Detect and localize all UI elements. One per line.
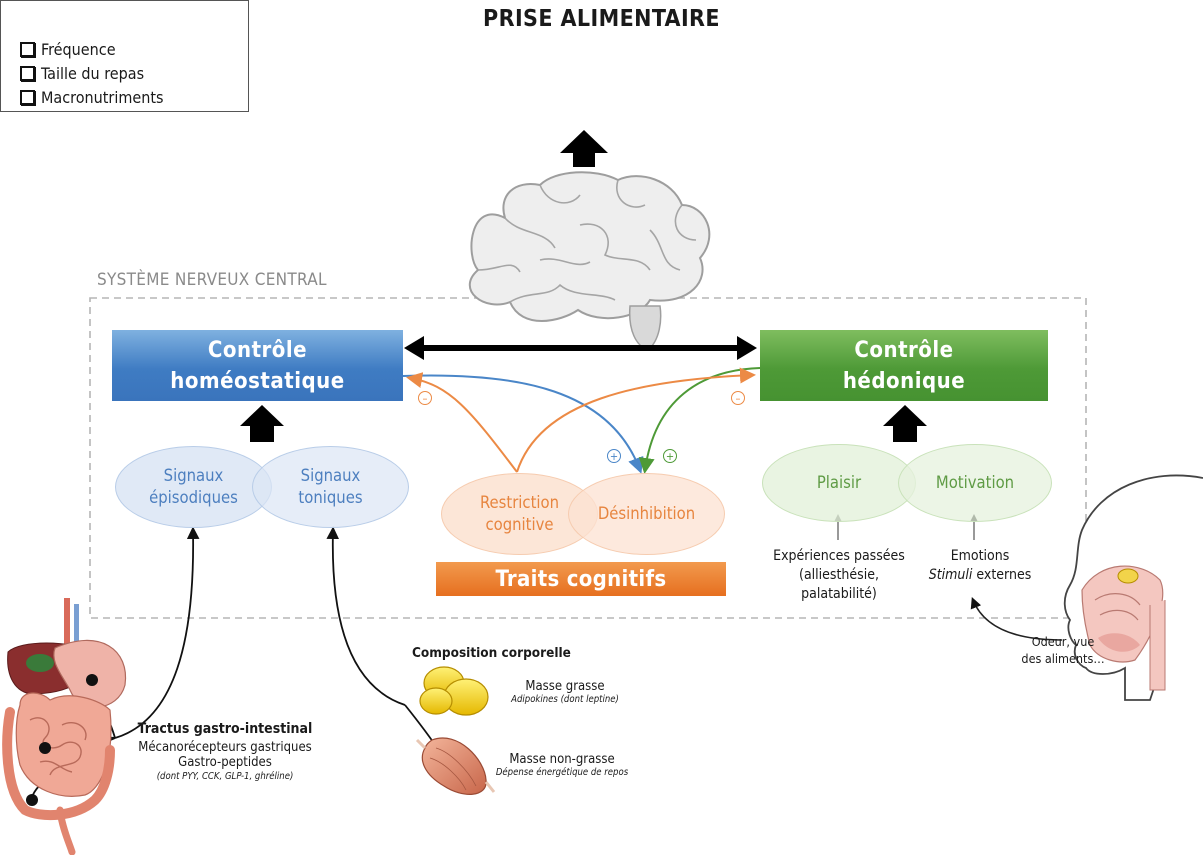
- food-intake-item: Fréquence: [20, 40, 116, 59]
- cns-label: SYSTÈME NERVEUX CENTRAL: [97, 270, 327, 290]
- plus-sign-green: +: [663, 449, 677, 463]
- food-intake-item: Taille du repas: [20, 64, 144, 83]
- cognitive-traits-banner: Traits cognitifs: [436, 562, 726, 596]
- food-intake-title: PRISE ALIMENTAIRE: [483, 6, 720, 32]
- fat-cells-icon: [419, 666, 489, 716]
- muscle-icon: [415, 737, 496, 795]
- food-intake-box: PRISE ALIMENTAIRE Fréquence Taille du re…: [0, 0, 720, 112]
- body-composition-title: Composition corporelle: [412, 645, 571, 661]
- motivation-ellipse: Motivation: [898, 444, 1052, 522]
- arrow-up-homeo: [240, 405, 284, 442]
- digestive-system-icon: [2, 598, 127, 855]
- gut-text: Tractus gastro-intestinal Mécanorécepteu…: [137, 721, 313, 782]
- head-profile-icon: [1063, 474, 1203, 701]
- minus-sign-right: –: [731, 391, 745, 405]
- pleasure-ellipse: Plaisir: [762, 444, 916, 522]
- brain-icon: [469, 171, 711, 351]
- minus-sign-left: –: [418, 391, 432, 405]
- arrow-up-to-prise: [560, 130, 608, 167]
- checkbox-icon: [20, 66, 35, 81]
- food-intake-item: Macronutriments: [20, 88, 163, 107]
- checkbox-icon: [20, 42, 35, 57]
- fat-mass-text: Masse grasse Adipokines (dont leptine): [511, 679, 619, 705]
- checkbox-icon: [20, 90, 35, 105]
- disinhibition-ellipse: Désinhibition: [568, 473, 725, 555]
- lean-mass-text: Masse non-grasse Dépense énergétique de …: [495, 752, 629, 778]
- plus-sign-blue: +: [607, 449, 621, 463]
- past-experiences-text: Expériences passées(alliesthésie, palata…: [773, 548, 905, 602]
- arrow-up-hedo: [883, 405, 927, 442]
